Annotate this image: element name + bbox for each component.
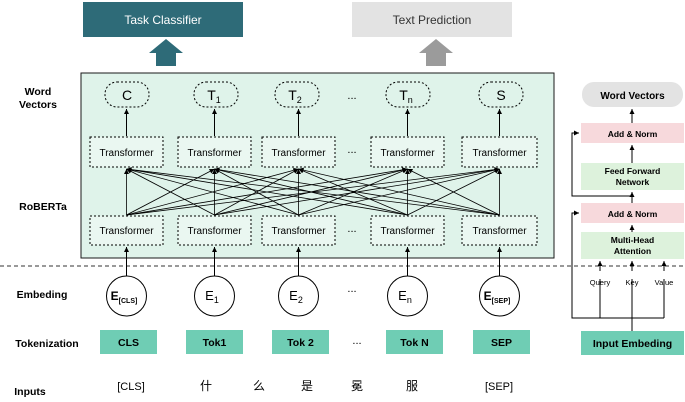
embedding-arrows [124,247,502,276]
side-multi-head-label-1: Multi-Head [611,235,654,245]
roberta-container [80,72,555,259]
transformer-upper-5-label: Transformer [472,148,527,159]
embedding-n-label: En [398,288,412,305]
input-char-3: 是 [301,379,313,393]
side-residual-upper [571,130,632,197]
input-sep: [SEP] [485,381,513,393]
word-vector-c-label: C [122,87,132,103]
word-vector-t2: T2 [274,81,320,108]
word-vector-s: S [478,81,524,108]
ellipsis-lower-transformers: ... [347,223,356,235]
side-value-label: Value [655,278,674,287]
transformer-lower-4: Transformer [370,215,445,246]
transformer-lower-2-label: Transformer [187,226,242,237]
token-sep-label: SEP [491,337,512,349]
token-sep: SEP [473,330,530,354]
input-char-4: 冕 [351,379,363,393]
side-feed-forward: Feed Forward Network [581,163,684,190]
token-2-label: Tok 2 [287,337,314,349]
side-feed-forward-label-2: Network [616,177,650,187]
ellipsis-tokens: ... [352,335,361,347]
transformer-lower-3: Transformer [261,215,336,246]
side-query-label: Query [590,278,611,287]
token-cls-label: CLS [118,337,139,349]
row-label-roberta: RoBERTa [19,201,67,213]
embedding-sep: E[SEP] [479,275,520,317]
transformer-upper-3-label: Transformer [271,148,326,159]
row-label-inputs: Inputs [14,386,46,398]
side-multi-head-label-2: Attention [614,246,651,256]
side-word-vectors-label: Word Vectors [600,91,665,102]
transformer-upper-4-label: Transformer [380,148,435,159]
side-key-label: Key [626,278,639,287]
transformer-lower-5: Transformer [461,215,538,246]
task-classifier-box [83,2,243,37]
word-vector-s-label: S [496,87,505,103]
side-input-embeding-label: Input Embeding [593,338,672,350]
input-cls: [CLS] [117,381,145,393]
embedding-2-label: E2 [289,288,303,305]
token-1: Tok1 [186,330,243,354]
embedding-1: E1 [194,275,235,317]
text-prediction-arrow [419,39,453,66]
transformer-upper-2: Transformer [177,136,252,168]
word-vector-c: C [104,81,150,108]
side-word-vectors: Word Vectors [582,82,683,107]
row-label-vectors: Vectors [19,99,57,111]
output-arrows [124,109,502,136]
transformer-upper-1: Transformer [89,136,164,168]
transformer-lower-3-label: Transformer [271,226,326,237]
embedding-cls: E[CLS] [106,275,147,317]
input-char-1: 什 [200,379,212,393]
transformer-upper-4: Transformer [370,136,445,168]
task-classifier-arrow [149,39,183,66]
word-vector-t1: T1 [193,81,239,108]
input-char-2: 么 [253,379,265,393]
token-n-label: Tok N [400,337,428,349]
word-vector-t2-label: T2 [288,87,302,105]
embedding-n: En [387,275,428,317]
row-label-tokenization: Tokenization [15,338,78,350]
transformer-lower-1-label: Transformer [99,226,154,237]
side-add-norm-lower: Add & Norm [581,203,684,223]
ellipsis-embeddings: ... [347,283,356,295]
side-feed-forward-label-1: Feed Forward [605,166,661,176]
embedding-sep-label: E[SEP] [484,289,511,305]
side-multi-head-attention: Multi-Head Attention [581,232,684,259]
transformer-upper-5: Transformer [461,136,538,168]
task-classifier-label: Task Classifier [124,13,201,27]
token-1-label: Tok1 [203,337,227,349]
embedding-cls-label: E[CLS] [111,289,138,305]
transformer-lower-2: Transformer [177,215,252,246]
transformer-upper-3: Transformer [261,136,336,168]
row-label-embeding: Embeding [17,289,68,301]
side-add-norm-upper-label: Add & Norm [608,129,658,139]
ellipsis-upper-transformers: ... [347,144,356,156]
row-label-word: Word [25,86,52,98]
text-prediction-box [352,2,512,37]
embedding-2: E2 [278,275,319,317]
word-vector-t1-label: T1 [207,87,221,105]
text-prediction-label: Text Prediction [393,13,472,27]
side-input-embeding: Input Embeding [581,331,684,355]
attention-connections [124,167,502,216]
token-2: Tok 2 [272,330,329,354]
transformer-upper-2-label: Transformer [187,148,242,159]
word-vector-tn-label: Tn [399,87,413,105]
transformer-lower-5-label: Transformer [472,226,527,237]
side-add-norm-lower-label: Add & Norm [608,209,658,219]
input-char-5: 服 [406,379,418,393]
side-add-norm-upper: Add & Norm [581,123,684,143]
transformer-lower-4-label: Transformer [380,226,435,237]
token-cls: CLS [100,330,157,354]
transformer-lower-1: Transformer [89,215,164,246]
ellipsis-word-vectors: ... [347,90,356,102]
embedding-1-label: E1 [205,288,219,305]
token-n: Tok N [386,330,443,354]
word-vector-tn: Tn [385,81,431,108]
transformer-upper-1-label: Transformer [99,148,154,159]
